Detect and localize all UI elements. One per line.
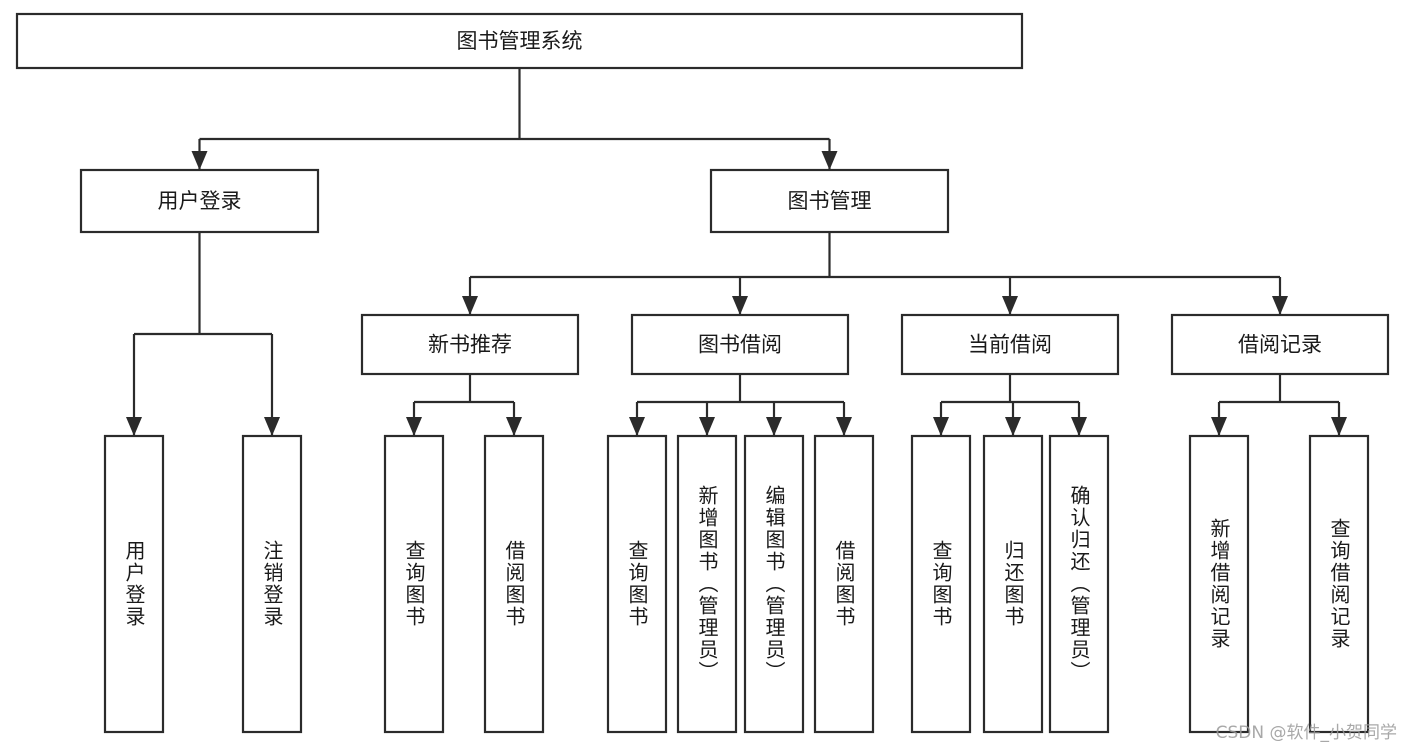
node-图书管理[interactable] — [709, 168, 950, 234]
arrow-head-book-mgmt-2 — [1002, 296, 1018, 315]
leaf-node-查询借阅记录-12[interactable] — [1308, 434, 1370, 734]
label-node-当前借阅: 当前借阅 — [968, 333, 1052, 357]
leaf-node-新增图书管理员-5[interactable] — [676, 434, 738, 734]
arrow-head-borrow-3 — [836, 417, 852, 436]
leaf-node-借阅图书-3[interactable] — [483, 434, 545, 734]
arrow-head-user-login-1 — [264, 417, 280, 436]
arrow-head-book-mgmt-1 — [732, 296, 748, 315]
arrow-head-borrow-2 — [766, 417, 782, 436]
arrow-head-book-mgmt-3 — [1272, 296, 1288, 315]
leaf-node-用户登录-0[interactable] — [103, 434, 165, 734]
leaf-node-归还图书-9[interactable] — [982, 434, 1044, 734]
leaf-node-编辑图书管理员-6[interactable] — [743, 434, 805, 734]
arrow-head-new-book-0 — [406, 417, 422, 436]
arrow-head-root-0 — [191, 151, 208, 170]
arrow-head-record-0 — [1211, 417, 1227, 436]
arrow-head-borrow-1 — [699, 417, 715, 436]
arrow-head-root-1 — [821, 151, 838, 170]
node-当前借阅[interactable] — [900, 313, 1120, 376]
node-借阅记录[interactable] — [1170, 313, 1390, 376]
arrow-head-book-mgmt-0 — [462, 296, 478, 315]
connector-layer — [126, 68, 1347, 436]
leaf-node-查询图书-4[interactable] — [606, 434, 668, 734]
label-node-图书管理: 图书管理 — [788, 189, 872, 213]
arrow-head-borrow-0 — [629, 417, 645, 436]
arrow-head-new-book-1 — [506, 417, 522, 436]
box-layer — [15, 12, 1390, 734]
arrow-head-current-0 — [933, 417, 949, 436]
leaf-node-查询图书-2[interactable] — [383, 434, 445, 734]
arrow-head-current-2 — [1071, 417, 1087, 436]
csdn-watermark: CSDN @软件_小贺同学 — [1215, 723, 1397, 743]
leaf-node-借阅图书-7[interactable] — [813, 434, 875, 734]
node-新书推荐[interactable] — [360, 313, 580, 376]
label-node-新书推荐: 新书推荐 — [428, 333, 512, 357]
arrow-head-user-login-0 — [126, 417, 142, 436]
node-图书借阅[interactable] — [630, 313, 850, 376]
label-node-图书借阅: 图书借阅 — [698, 333, 782, 357]
leaf-node-新增借阅记录-11[interactable] — [1188, 434, 1250, 734]
arrow-head-record-1 — [1331, 417, 1347, 436]
leaf-node-确认归还管理员-10[interactable] — [1048, 434, 1110, 734]
node-图书管理系统[interactable] — [15, 12, 1024, 70]
label-node-借阅记录: 借阅记录 — [1238, 333, 1322, 357]
leaf-node-注销登录-1[interactable] — [241, 434, 303, 734]
node-用户登录[interactable] — [79, 168, 320, 234]
label-node-用户登录: 用户登录 — [158, 189, 242, 213]
label-node-图书管理系统: 图书管理系统 — [457, 29, 583, 53]
arrow-head-current-1 — [1005, 417, 1021, 436]
leaf-node-查询图书-8[interactable] — [910, 434, 972, 734]
